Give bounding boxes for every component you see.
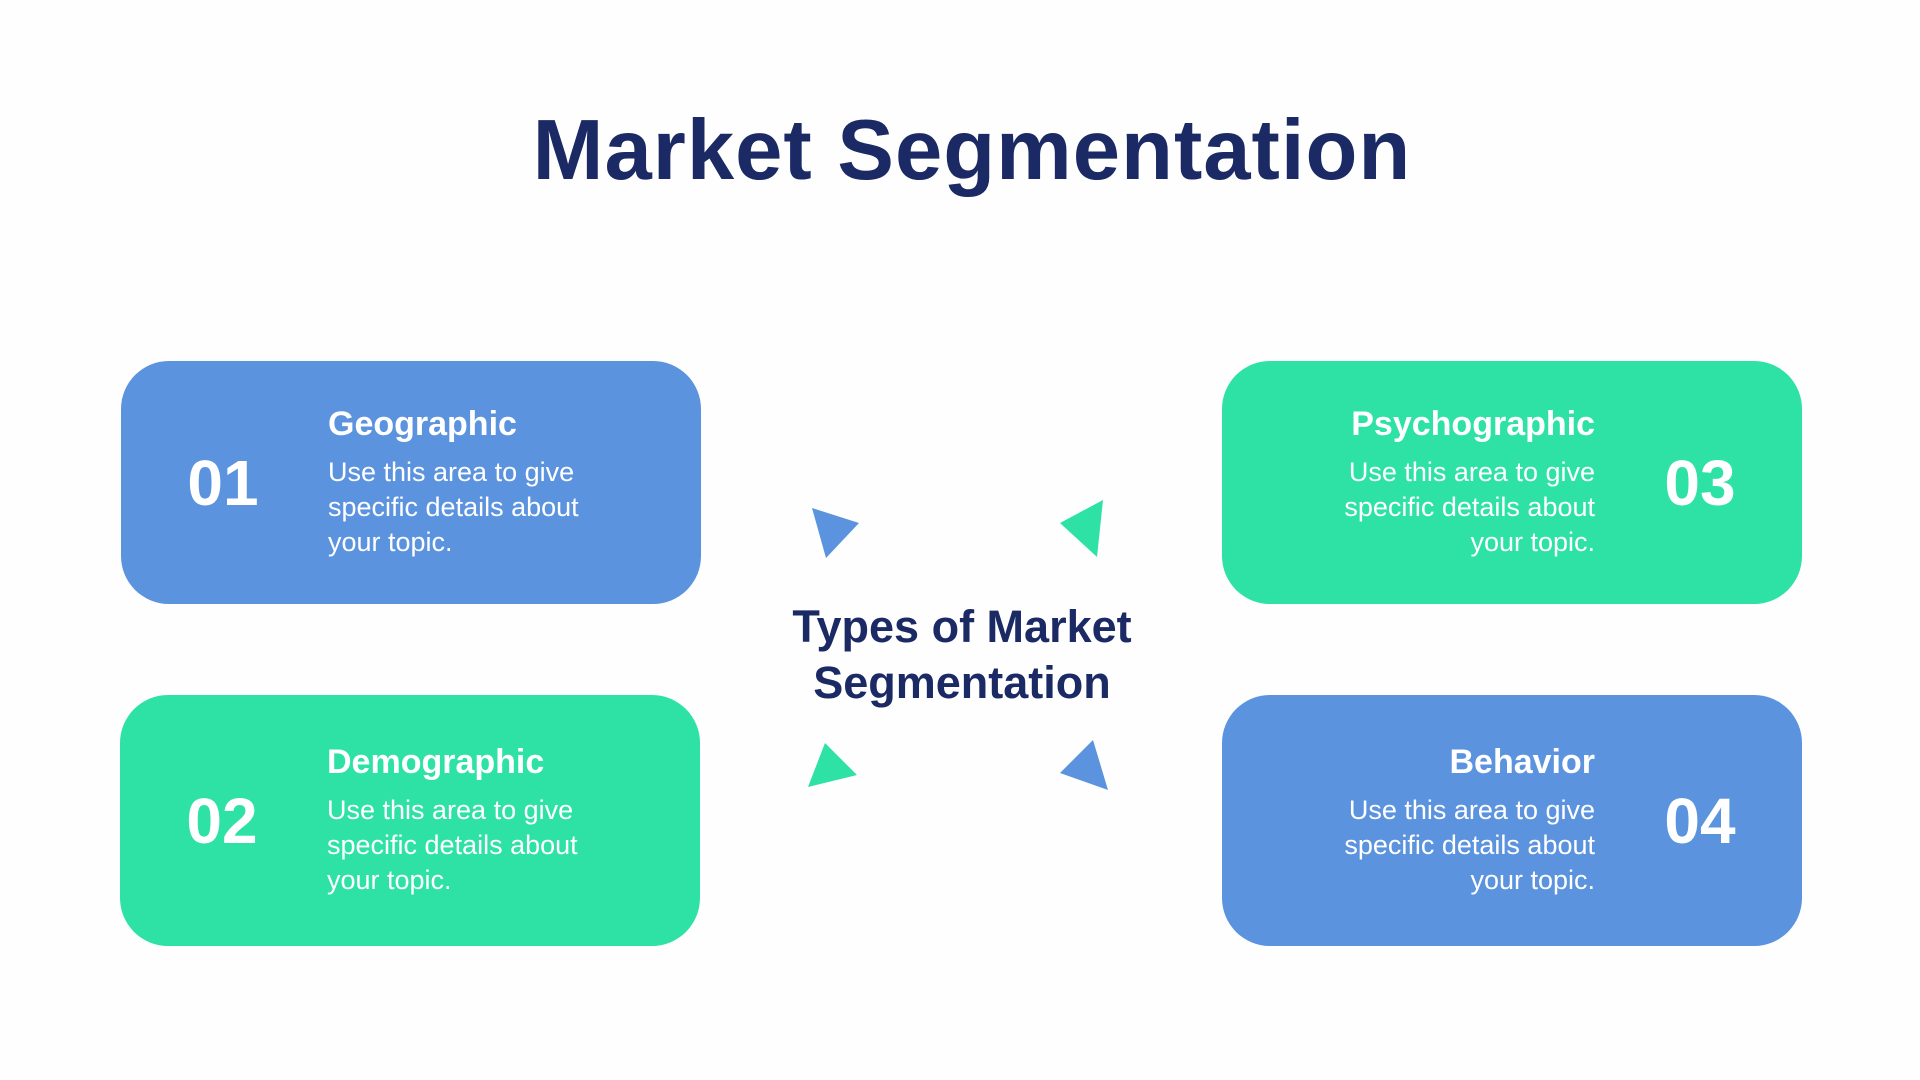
card-title: Psychographic [1351,405,1595,443]
arrow-triangle-top-right-icon [1060,500,1103,557]
card-description: Use this area to give specific details a… [327,795,578,895]
card-geographic: 01 Geographic Use this area to give spec… [121,361,701,604]
card-number: 02 [186,784,258,857]
card-title: Behavior [1449,743,1596,781]
slide-title: Market Segmentation [532,103,1412,198]
card-psychographic: Psychographic Use this area to give spec… [1222,361,1802,604]
card-description: Use this area to give specific details a… [1344,457,1595,557]
card-title: Demographic [327,743,545,781]
card-number: 01 [187,446,259,519]
card-description: Use this area to give specific details a… [1344,795,1595,895]
center-label-line2: Segmentation [813,657,1111,708]
arrow-triangle-top-left-icon [812,508,859,558]
card-number: 04 [1664,784,1736,857]
center-label: Types of Market Segmentation [660,599,1264,711]
center-label-line1: Types of Market [792,601,1132,652]
card-behavior: Behavior Use this area to give specific … [1222,695,1802,946]
arrow-triangle-bottom-left-icon [808,743,857,787]
arrow-triangle-bottom-right-icon [1060,740,1108,790]
card-number: 03 [1664,446,1736,519]
card-demographic: 02 Demographic Use this area to give spe… [120,695,700,946]
card-text-block: Behavior Use this area to give specific … [1300,743,1595,898]
card-text-block: Geographic Use this area to give specifi… [328,405,623,560]
card-title: Geographic [328,405,517,443]
card-text-block: Demographic Use this area to give specif… [327,743,622,898]
card-description: Use this area to give specific details a… [328,457,579,557]
card-text-block: Psychographic Use this area to give spec… [1300,405,1595,560]
